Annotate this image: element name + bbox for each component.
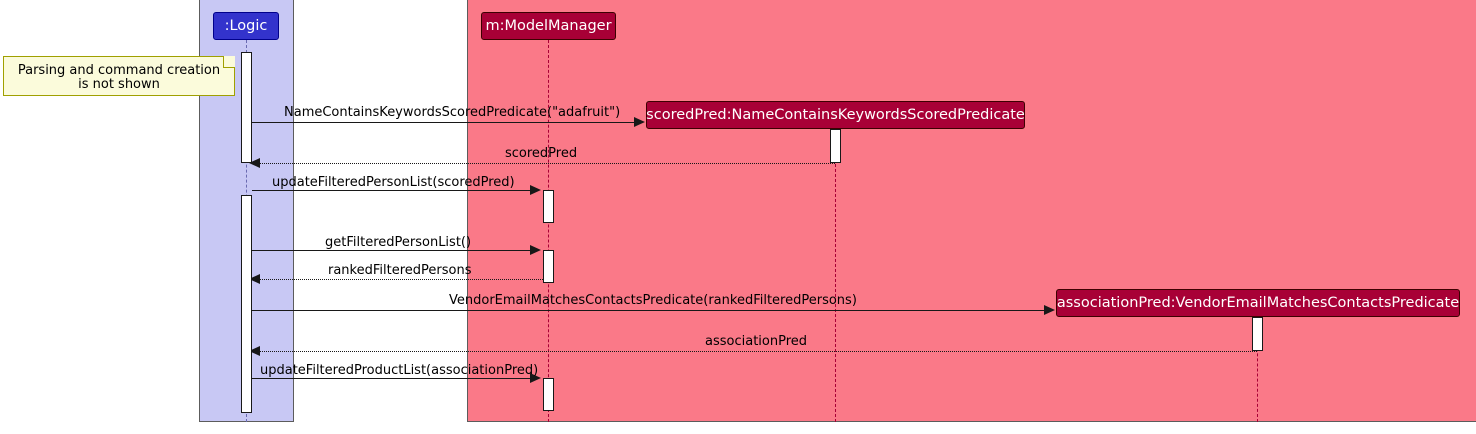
message-arrow-2 [249, 158, 260, 168]
message-arrow-8 [530, 373, 541, 383]
activation-model-3 [543, 378, 554, 411]
message-line-7 [255, 351, 1257, 352]
message-line-5 [255, 279, 543, 280]
participant-scoredpred[interactable]: scoredPred:NameContainsKeywordsScoredPre… [646, 101, 1025, 129]
message-label-3: updateFilteredPersonList(scoredPred) [272, 175, 515, 190]
activation-model-2 [543, 250, 554, 283]
message-label-2: scoredPred [505, 146, 578, 161]
message-arrow-4 [530, 245, 541, 255]
participant-modelmanager-label: m:ModelManager [485, 17, 612, 34]
lifeline-model [548, 40, 549, 422]
activation-logic-1 [241, 52, 252, 163]
lifeline-scoredpred [835, 134, 836, 422]
message-line-2 [255, 163, 835, 164]
activation-logic-2 [241, 195, 252, 413]
activation-associationpred-1 [1252, 317, 1263, 351]
note-text-line-2: is not shown [78, 77, 160, 92]
model-group-region [467, 0, 1476, 422]
message-label-5: rankedFilteredPersons [328, 263, 472, 278]
message-label-4: getFilteredPersonList() [325, 235, 472, 250]
message-arrow-6 [1044, 305, 1055, 315]
message-line-1 [252, 122, 635, 123]
participant-associationpred[interactable]: associationPred:VendorEmailMatchesContac… [1056, 289, 1460, 317]
message-line-3 [252, 190, 530, 191]
message-line-6 [252, 310, 1045, 311]
message-label-6: VendorEmailMatchesContactsPredicate(rank… [449, 293, 857, 308]
message-arrow-7 [249, 346, 260, 356]
activation-model-1 [543, 190, 554, 223]
participant-associationpred-label: associationPred:VendorEmailMatchesContac… [1056, 294, 1460, 311]
message-line-4 [252, 250, 530, 251]
message-arrow-1 [634, 117, 645, 127]
message-arrow-5 [249, 274, 260, 284]
participant-scoredpred-label: scoredPred:NameContainsKeywordsScoredPre… [646, 106, 1025, 123]
activation-scoredpred-1 [830, 129, 841, 163]
message-label-8: updateFilteredProductList(associationPre… [260, 363, 539, 378]
lifeline-associationpred [1257, 318, 1258, 422]
participant-logic-label: :Logic [224, 17, 268, 34]
note-fold-icon [223, 56, 235, 68]
message-label-7: associationPred [705, 334, 808, 349]
participant-modelmanager[interactable]: m:ModelManager [481, 12, 616, 40]
note-text-line-1: Parsing and command creation [17, 63, 221, 78]
message-label-1: NameContainsKeywordsScoredPredicate("ada… [284, 105, 621, 120]
message-arrow-3 [530, 185, 541, 195]
participant-logic[interactable]: :Logic [213, 12, 279, 40]
note-box: Parsing and command creation is not show… [3, 56, 235, 96]
message-line-8 [252, 378, 530, 379]
